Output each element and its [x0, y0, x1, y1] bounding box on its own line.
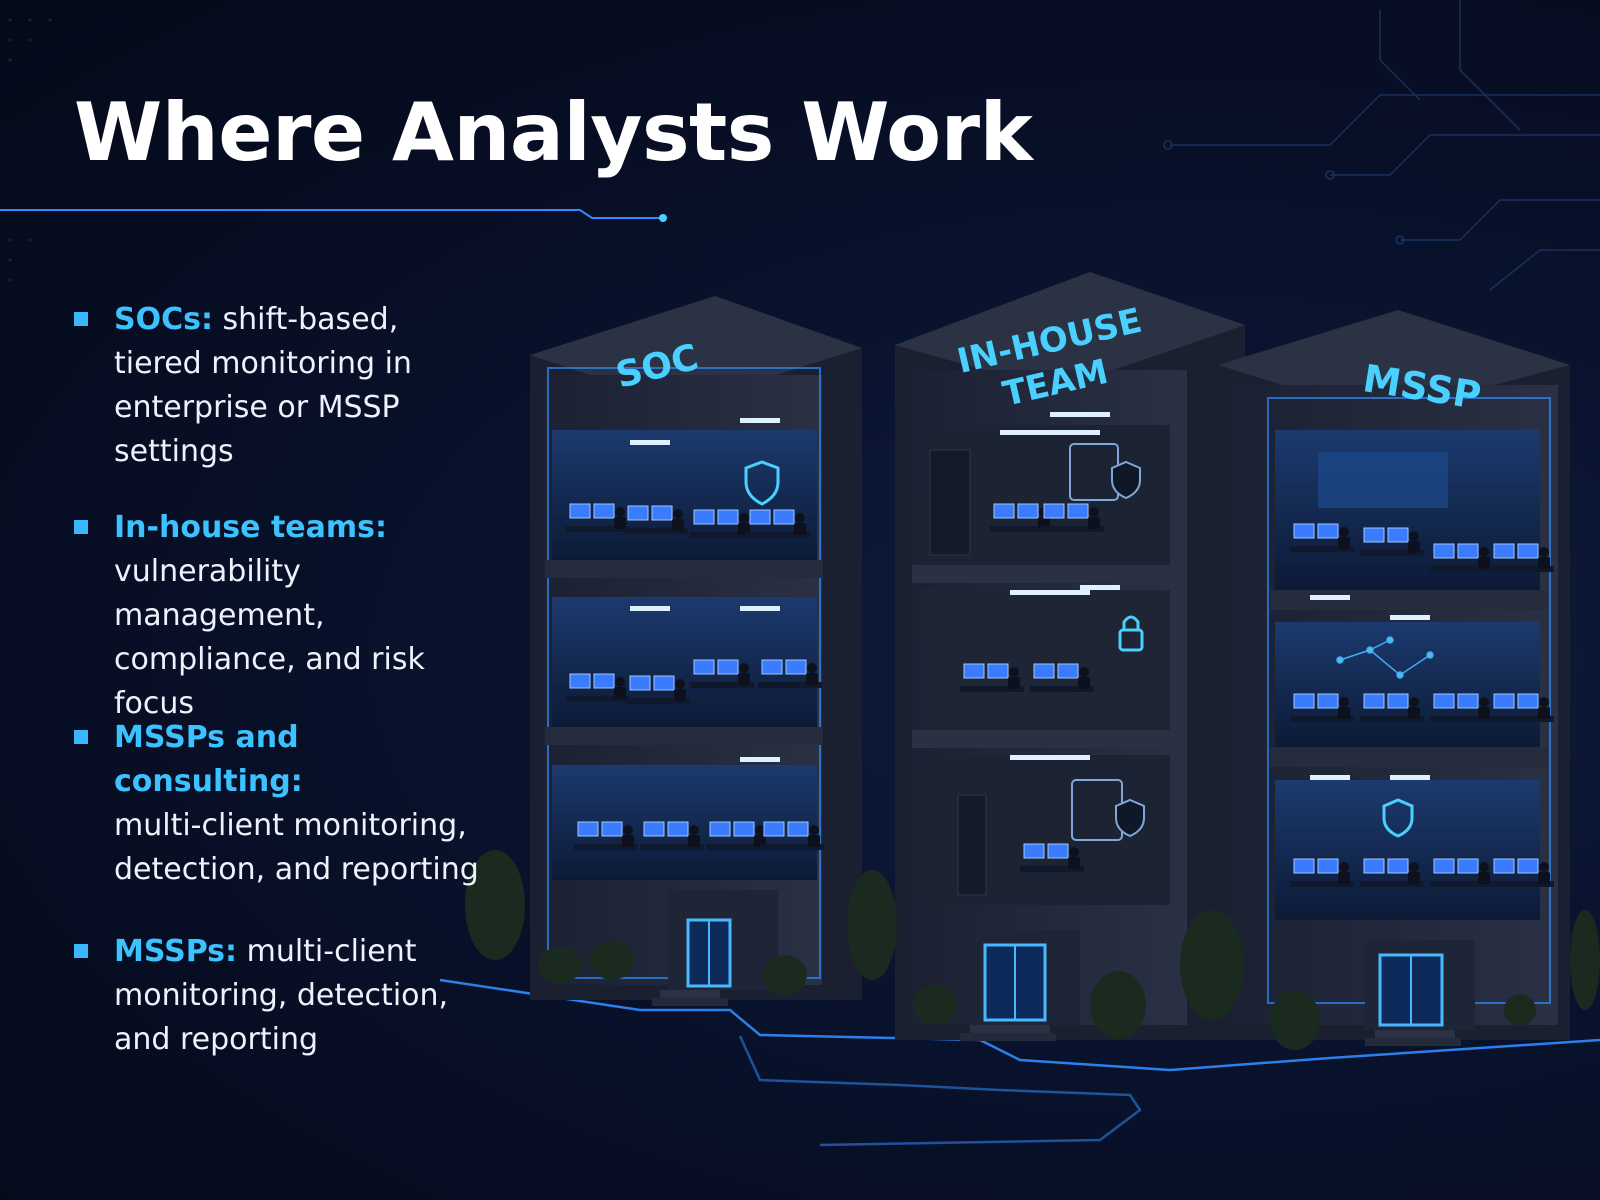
bullet-mssps: MSSPs: multi-client monitoring, detectio… — [72, 930, 492, 1062]
bullet-square-icon — [74, 520, 88, 534]
bullet-description: shift-based, tiered monitoring in enterp… — [114, 302, 412, 469]
soc-building: SOC — [530, 296, 862, 1006]
bullet-mssps-consulting: MSSPs and consulting: multi-client monit… — [72, 716, 492, 892]
bullet-socs: SOCs: shift-based, tiered monitoring in … — [72, 298, 492, 474]
bullet-square-icon — [74, 312, 88, 326]
bullet-description: multi-client monitoring, detection, and … — [114, 934, 449, 1057]
bullet-square-icon — [74, 730, 88, 744]
inhouse-building: IN-HOUSE TEAM — [895, 272, 1245, 1041]
bullet-term: In-house teams: — [114, 510, 387, 545]
bullet-square-icon — [74, 944, 88, 958]
bullet-term: MSSPs and consulting: — [114, 720, 303, 799]
bullet-term: SOCs: — [114, 302, 213, 337]
page-title: Where Analysts Work — [74, 86, 1033, 179]
mssp-building: MSSP — [1218, 310, 1570, 1046]
circuit-lines — [1163, 0, 1600, 291]
bullet-term: MSSPs: — [114, 934, 238, 969]
bullet-description: vulnerability management, compliance, an… — [114, 554, 425, 721]
title-divider — [0, 209, 667, 222]
dot-grid — [8, 18, 52, 282]
bullet-description: multi-client monitoring, detection, and … — [114, 808, 479, 887]
landscape-trees — [465, 850, 1600, 1050]
bullet-inhouse-teams: In-house teams: vulnerability management… — [72, 506, 492, 726]
